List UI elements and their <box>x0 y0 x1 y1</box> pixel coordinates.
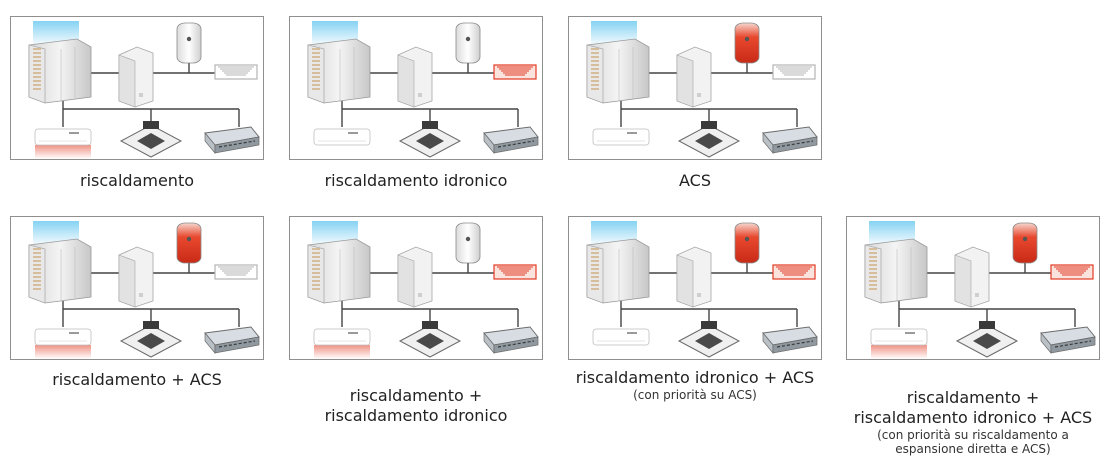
floor-heating-icon <box>772 264 816 280</box>
wall-unit-icon <box>592 328 650 346</box>
outdoor-unit-icon <box>586 238 650 304</box>
hydro-module-icon <box>397 46 433 108</box>
panel-riscaldamento-idronico-combo <box>289 216 543 360</box>
outdoor-unit-icon <box>864 238 928 304</box>
wall-unit-icon <box>34 128 92 159</box>
ducted-unit-icon <box>762 326 818 354</box>
floor-heating-icon <box>214 64 258 80</box>
hydro-module-icon <box>118 46 154 108</box>
caption-acs: ACS <box>568 171 822 191</box>
water-tank-icon <box>176 22 202 67</box>
caption-main: riscaldamento idronico <box>324 171 508 190</box>
caption-main: riscaldamento + riscaldamento idronico +… <box>853 388 1093 427</box>
panel-riscaldamento <box>10 16 264 160</box>
water-tank-icon <box>455 22 481 67</box>
caption-main: riscaldamento + riscaldamento idronico <box>324 386 508 425</box>
hydro-module-icon <box>397 246 433 308</box>
wall-unit-icon <box>870 328 928 359</box>
panel-idronico-acs <box>568 216 822 360</box>
caption-main: riscaldamento idronico + ACS <box>575 368 815 387</box>
caption-main: ACS <box>679 171 711 190</box>
cassette-unit-icon <box>398 321 462 358</box>
caption-riscaldamento-idronico: riscaldamento idronico <box>289 171 543 191</box>
water-tank-icon <box>734 222 760 267</box>
ducted-unit-icon <box>762 126 818 154</box>
hydro-module-icon <box>954 246 990 308</box>
caption-riscaldamento: riscaldamento <box>10 171 264 191</box>
cassette-unit-icon <box>955 321 1019 358</box>
cassette-unit-icon <box>677 321 741 358</box>
outdoor-unit-icon <box>586 38 650 104</box>
floor-heating-icon <box>1050 264 1094 280</box>
caption-main: riscaldamento + ACS <box>52 370 222 389</box>
caption-sub: (con priorità su riscaldamento a espansi… <box>877 428 1069 456</box>
hydro-module-icon <box>118 246 154 308</box>
caption-riscaldamento-acs: riscaldamento + ACS <box>10 370 264 390</box>
cassette-unit-icon <box>119 121 183 158</box>
water-tank-icon <box>176 222 202 267</box>
outdoor-unit-icon <box>307 38 371 104</box>
ducted-unit-icon <box>483 126 539 154</box>
panel-riscaldamento-acs <box>10 216 264 360</box>
panel-riscaldamento-idronico <box>289 16 543 160</box>
water-tank-icon <box>455 222 481 267</box>
floor-heating-icon <box>493 264 537 280</box>
wall-unit-icon <box>313 128 371 146</box>
caption-riscaldamento-idronico-combo: riscaldamento + riscaldamento idronico <box>289 366 543 426</box>
hydro-module-icon <box>676 46 712 108</box>
ducted-unit-icon <box>483 326 539 354</box>
floor-heating-icon <box>772 64 816 80</box>
caption-full-combo: riscaldamento + riscaldamento idronico +… <box>846 368 1100 476</box>
cassette-unit-icon <box>677 121 741 158</box>
panel-full-combo <box>846 216 1100 360</box>
cassette-unit-icon <box>119 321 183 358</box>
panel-acs <box>568 16 822 160</box>
caption-idronico-acs: riscaldamento idronico + ACS (con priori… <box>568 368 822 402</box>
caption-sub: (con priorità su ACS) <box>633 388 757 402</box>
wall-unit-icon <box>313 328 371 359</box>
cassette-unit-icon <box>398 121 462 158</box>
ducted-unit-icon <box>1040 326 1096 354</box>
outdoor-unit-icon <box>307 238 371 304</box>
caption-main: riscaldamento <box>80 171 194 190</box>
floor-heating-icon <box>214 264 258 280</box>
water-tank-icon <box>1012 222 1038 267</box>
hydro-module-icon <box>676 246 712 308</box>
outdoor-unit-icon <box>28 238 92 304</box>
ducted-unit-icon <box>204 326 260 354</box>
wall-unit-icon <box>592 128 650 146</box>
water-tank-icon <box>734 22 760 67</box>
floor-heating-icon <box>493 64 537 80</box>
outdoor-unit-icon <box>28 38 92 104</box>
wall-unit-icon <box>34 328 92 359</box>
ducted-unit-icon <box>204 126 260 154</box>
